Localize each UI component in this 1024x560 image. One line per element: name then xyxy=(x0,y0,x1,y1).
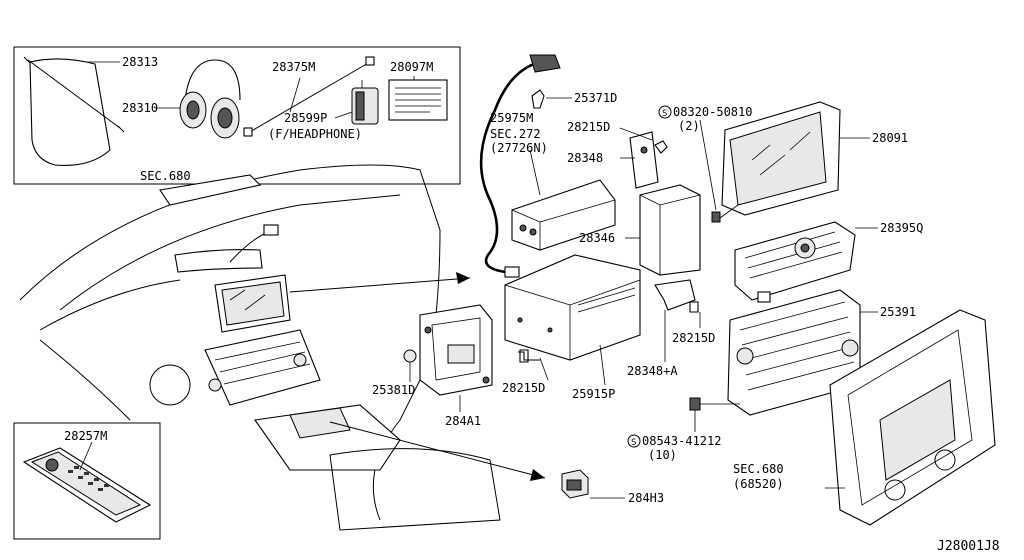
label-25975M: 25975M xyxy=(490,111,533,125)
label-screw-08320: 08320-50810 xyxy=(673,105,752,119)
headphone-kit-inset xyxy=(13,46,461,185)
label-28091: 28091 xyxy=(872,131,908,145)
label-sec680-bottom-sub: (68520) xyxy=(733,477,784,491)
connector-284H3 xyxy=(561,469,625,499)
label-screw-08543-qty: (10) xyxy=(648,448,677,462)
bracket-284A1 xyxy=(403,304,493,412)
display-28091 xyxy=(699,101,870,223)
label-sec680-top: SEC.680 xyxy=(140,169,191,183)
control-panel-28395Q xyxy=(734,221,878,303)
label-28257M: 28257M xyxy=(64,429,107,443)
bezel-sec680 xyxy=(825,309,996,526)
diagram-id: J28001J8 xyxy=(937,539,1000,554)
label-28097M: 28097M xyxy=(390,60,433,74)
label-28215D-top: 28215D xyxy=(567,120,610,134)
label-25391: 25391 xyxy=(880,305,916,319)
label-284A1: 284A1 xyxy=(445,414,481,428)
label-screw-08320-qty: (2) xyxy=(678,119,700,133)
label-screw-08543: 08543-41212 xyxy=(642,434,721,448)
label-28599P: 28599P xyxy=(284,111,327,125)
label-28395Q: 28395Q xyxy=(880,221,923,235)
label-28348A: 28348+A xyxy=(627,364,678,378)
antenna-cable xyxy=(479,54,572,278)
screw-symbol-08320 xyxy=(658,105,672,119)
screw-symbol-08543-letter: S xyxy=(631,438,636,448)
label-sec272: SEC.272 xyxy=(490,127,541,141)
label-headphone-note: (F/HEADPHONE) xyxy=(268,127,362,141)
label-28313: 28313 xyxy=(122,55,158,69)
label-28215D-right: 28215D xyxy=(672,331,715,345)
screw-symbol-08543 xyxy=(627,434,641,448)
screw-symbol-08320-letter: S xyxy=(662,109,667,119)
label-28310: 28310 xyxy=(122,101,158,115)
label-25381D: 25381D xyxy=(372,383,415,397)
dashboard-assembly xyxy=(19,164,501,531)
label-28346: 28346 xyxy=(579,231,615,245)
label-sec272-sub: (27726N) xyxy=(490,141,548,155)
dvd-unit-25915P xyxy=(504,254,641,386)
label-28215D-mid: 28215D xyxy=(502,381,545,395)
label-28375M: 28375M xyxy=(272,60,315,74)
label-25915P: 25915P xyxy=(572,387,615,401)
connector-arrows xyxy=(289,272,546,481)
label-28348: 28348 xyxy=(567,151,603,165)
label-25371D: 25371D xyxy=(574,91,617,105)
remote-control-inset xyxy=(13,422,161,540)
label-284H3: 284H3 xyxy=(628,491,664,505)
label-sec680-bottom: SEC.680 xyxy=(733,462,784,476)
module-28346 xyxy=(619,127,701,362)
switch-panel-25391 xyxy=(689,289,878,432)
sec272-module xyxy=(511,149,616,251)
